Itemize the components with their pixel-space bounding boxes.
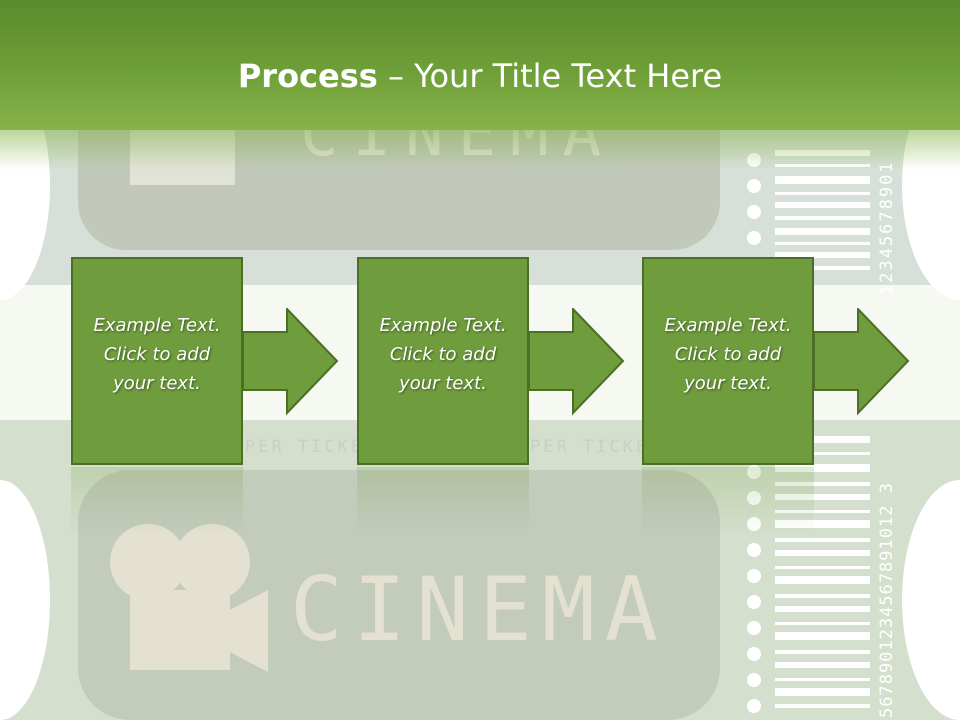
lower-ticket-panel	[78, 470, 720, 720]
step-2-reflection	[357, 467, 529, 537]
step-1-reflection	[71, 467, 243, 537]
camera-icon	[110, 524, 268, 672]
title-bold: Process	[237, 57, 378, 95]
arrow-right-icon	[528, 308, 625, 416]
step-3-reflection	[642, 467, 814, 537]
title-rest: – Your Title Text Here	[377, 57, 723, 95]
ticket-text-1: PER TICKET	[245, 437, 377, 457]
process-step-3[interactable]: Example Text. Click to add your text.	[642, 257, 814, 465]
slide-title[interactable]: Process – Your Title Text Here	[0, 52, 960, 100]
serial-number-upper: 12345678901	[877, 160, 897, 295]
barcode-lower	[775, 436, 870, 708]
lower-cinema-text: CINEMA	[290, 558, 668, 661]
serial-number-lower: 5678901234567891012 3	[877, 482, 897, 718]
arrow-right-icon	[813, 308, 910, 416]
title-bar	[0, 0, 960, 170]
step-3-text[interactable]: Example Text. Click to add your text.	[664, 315, 792, 394]
step-1-text[interactable]: Example Text. Click to add your text.	[93, 315, 221, 394]
step-2-text[interactable]: Example Text. Click to add your text.	[379, 315, 507, 394]
process-step-2[interactable]: Example Text. Click to add your text.	[357, 257, 529, 465]
ticket-text-2: PER TICKET	[530, 437, 662, 457]
process-step-1[interactable]: Example Text. Click to add your text.	[71, 257, 243, 465]
arrow-right-icon	[242, 308, 339, 416]
